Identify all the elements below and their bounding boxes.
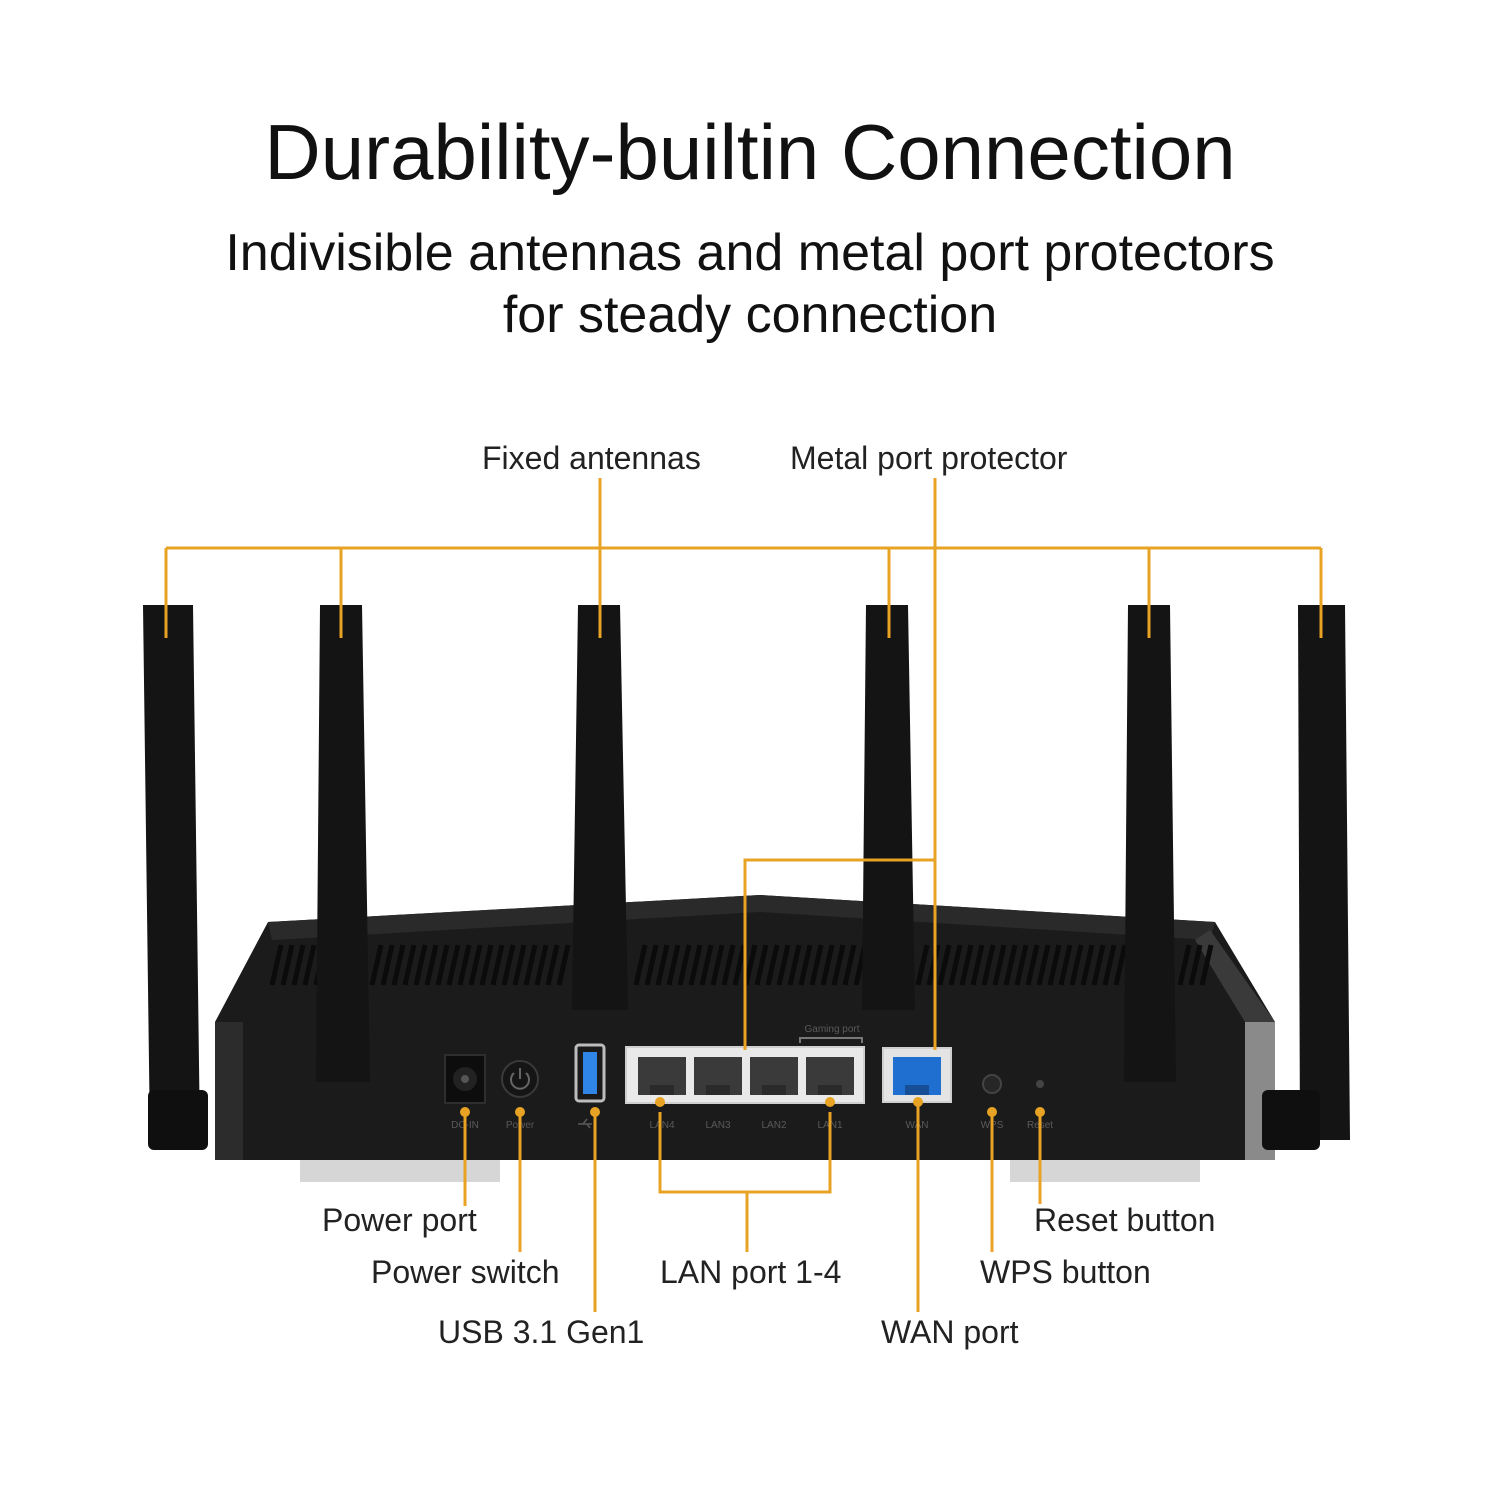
lan-port-4[interactable] — [638, 1057, 686, 1095]
wan-port[interactable] — [882, 1047, 952, 1103]
callout-power-switch: Power switch — [371, 1254, 560, 1290]
usb-icon — [578, 1118, 592, 1129]
reset-button[interactable] — [1036, 1080, 1044, 1088]
callout-lan-ports: LAN port 1-4 — [660, 1254, 842, 1290]
callout-reset-button: Reset button — [1034, 1202, 1216, 1238]
antenna-4 — [862, 605, 915, 1010]
power-symbol-icon — [510, 1068, 530, 1090]
antenna-2 — [316, 605, 370, 1082]
leader-lines — [164, 478, 1323, 1312]
power-port[interactable] — [444, 1054, 486, 1104]
callout-wps-button: WPS button — [980, 1254, 1151, 1290]
antenna-5 — [1124, 605, 1176, 1082]
vent-grille — [269, 944, 1214, 986]
lan-port-1[interactable] — [806, 1057, 854, 1095]
callout-fixed-antennas: Fixed antennas — [482, 440, 701, 476]
wps-button[interactable] — [982, 1074, 1002, 1094]
page-title: Durability-builtin Connection — [264, 108, 1236, 196]
device-label-lan3: LAN3 — [705, 1120, 730, 1131]
callout-wan-port: WAN port — [881, 1314, 1019, 1350]
power-switch[interactable] — [501, 1060, 539, 1098]
subtitle-line-1: Indivisible antennas and metal port prot… — [225, 224, 1275, 282]
subtitle-line-2: for steady connection — [502, 286, 998, 344]
lan-port-3[interactable] — [694, 1057, 742, 1095]
callout-power-port: Power port — [322, 1202, 477, 1238]
lan-port-2[interactable] — [750, 1057, 798, 1095]
antenna-1 — [143, 605, 208, 1150]
usb-port[interactable] — [574, 1043, 606, 1103]
antenna-6 — [1262, 605, 1350, 1150]
device-label-gaming-port: Gaming port — [804, 1024, 859, 1035]
callout-metal-port-protector: Metal port protector — [790, 440, 1068, 476]
callout-usb: USB 3.1 Gen1 — [438, 1314, 645, 1350]
antenna-3 — [572, 605, 628, 1010]
router-feet — [300, 1160, 1200, 1182]
page-subtitle: Indivisible antennas and metal port prot… — [0, 222, 1500, 346]
device-label-lan2: LAN2 — [761, 1120, 786, 1131]
gaming-port-bracket — [799, 1037, 863, 1043]
device-label-lan4: LAN4 — [649, 1120, 674, 1131]
leader-dots — [460, 1097, 1045, 1117]
